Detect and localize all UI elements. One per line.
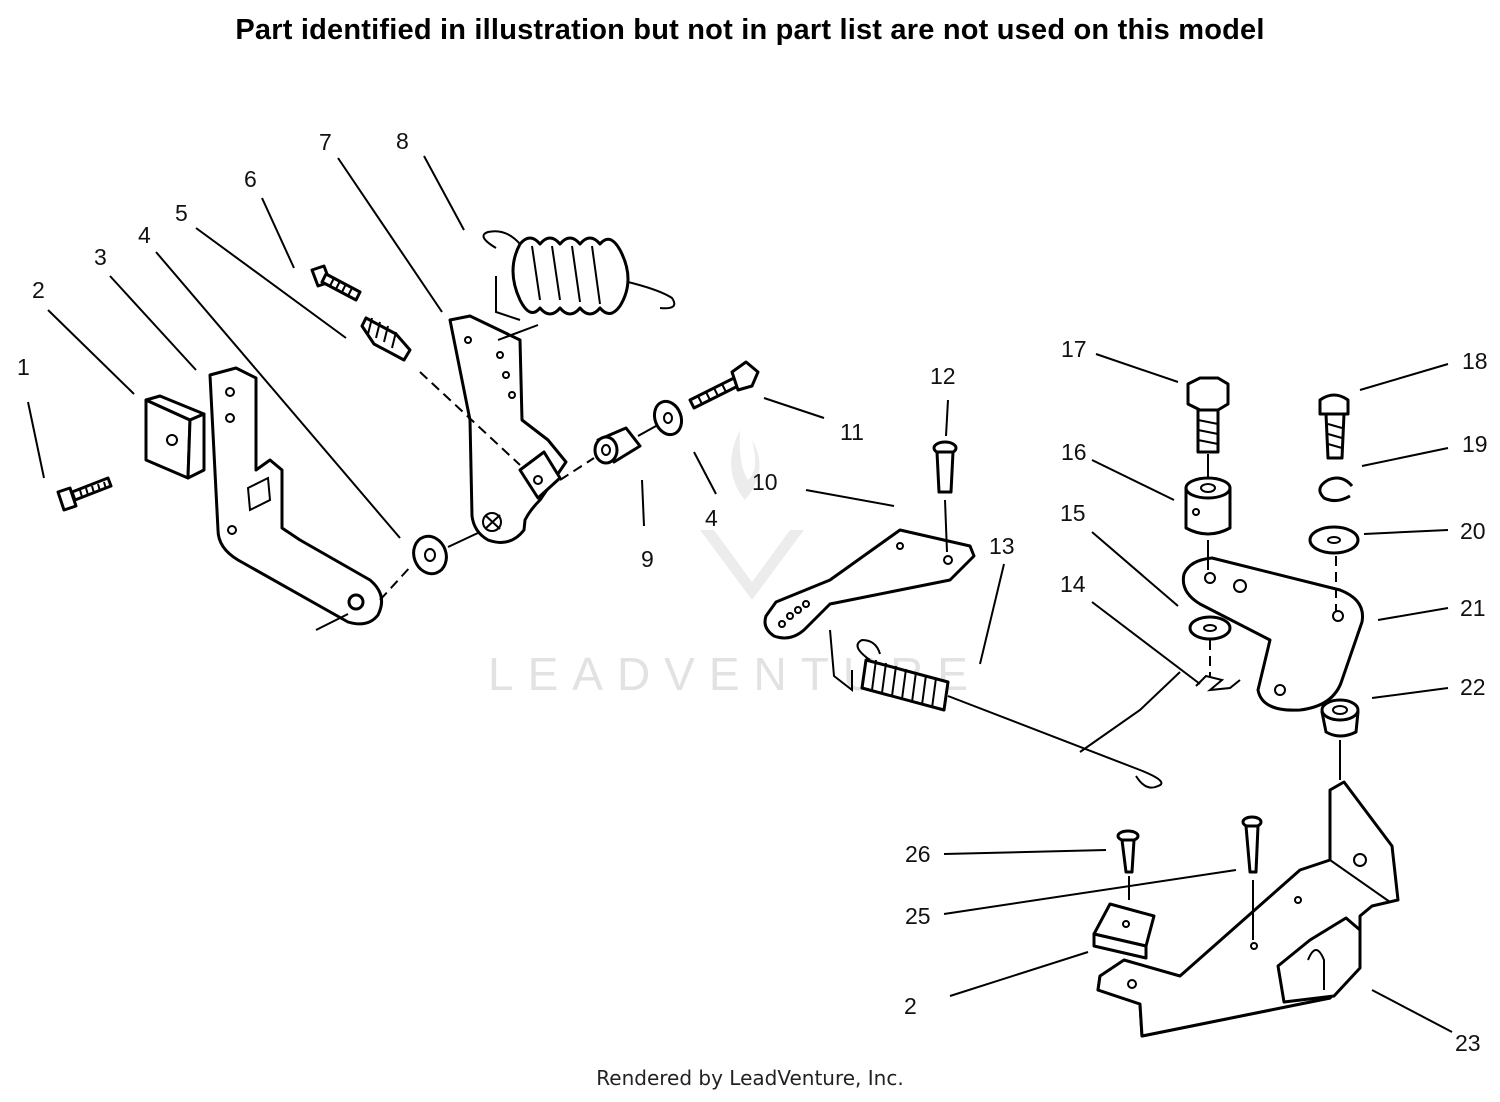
- part-2-clip: [144, 394, 206, 480]
- callout-9: 9: [641, 546, 654, 572]
- watermark: LEADVENTURE: [488, 430, 968, 700]
- part-18-bolt: [1318, 393, 1350, 460]
- callout-8: 8: [396, 128, 409, 154]
- part-6-screw: [310, 264, 362, 302]
- part-15-washer: [1188, 615, 1232, 641]
- callout-17: 17: [1061, 336, 1087, 362]
- part-12-pin: [932, 440, 958, 553]
- part-5-sleeve: [360, 316, 412, 362]
- part-4-washer-left: [379, 531, 481, 601]
- part-20-washer: [1308, 525, 1360, 612]
- callout-18: 18: [1462, 348, 1488, 374]
- callout-10: 10: [752, 469, 778, 495]
- callout-5: 5: [175, 200, 188, 226]
- part-22-nut: [1320, 698, 1360, 780]
- callout-11: 11: [840, 419, 864, 445]
- part-9-bushing: [559, 426, 642, 481]
- part-16-collar: [1184, 476, 1232, 570]
- callout-labels: 1 2 3 4 5 6 7 8 9 4 10 11 12 13 14 15 16…: [17, 128, 1488, 1056]
- callout-22: 22: [1460, 674, 1486, 700]
- part-7-lever-plate: [419, 314, 568, 544]
- part-11-bolt: [688, 360, 760, 410]
- part-8-spring: [482, 230, 676, 321]
- part-10-arm: [763, 528, 976, 693]
- callout-13: 13: [989, 533, 1015, 559]
- callout-16: 16: [1061, 439, 1087, 465]
- part-26-pin: [1116, 829, 1140, 900]
- callout-19: 19: [1462, 431, 1488, 457]
- part-13-extension-spring: [856, 638, 1163, 789]
- callout-14: 14: [1060, 571, 1086, 597]
- callout-3: 3: [94, 244, 107, 270]
- callout-15: 15: [1060, 500, 1086, 526]
- part-17-bolt: [1186, 376, 1230, 478]
- callout-6: 6: [244, 166, 257, 192]
- render-credit: Rendered by LeadVenture, Inc.: [596, 1066, 904, 1090]
- part-23-base-bracket: [1096, 780, 1400, 1038]
- part-3-bracket: [208, 366, 384, 631]
- callout-26: 26: [905, 841, 931, 867]
- callout-2: 2: [32, 277, 45, 303]
- callout-2b: 2: [904, 993, 917, 1019]
- callout-4b: 4: [705, 505, 718, 531]
- callout-20: 20: [1460, 518, 1486, 544]
- part-1-screw: [56, 476, 113, 512]
- callout-21: 21: [1460, 595, 1486, 621]
- diagram-heading: Part identified in illustration but not …: [235, 14, 1265, 46]
- callout-1: 1: [17, 354, 30, 380]
- callout-25: 25: [905, 903, 931, 929]
- callout-7: 7: [319, 129, 332, 155]
- callout-leader-lines: [27, 155, 1453, 1033]
- callout-4: 4: [138, 222, 151, 248]
- part-21-plate: [1181, 556, 1365, 712]
- part-4-washer-right: [637, 399, 684, 437]
- part-2-clip-base: [1092, 902, 1156, 960]
- part-25-pin: [1241, 815, 1263, 940]
- part-14-clip: [1079, 640, 1241, 753]
- callout-23: 23: [1455, 1030, 1481, 1056]
- callout-12: 12: [930, 363, 956, 389]
- part-19-eclip: [1318, 476, 1354, 503]
